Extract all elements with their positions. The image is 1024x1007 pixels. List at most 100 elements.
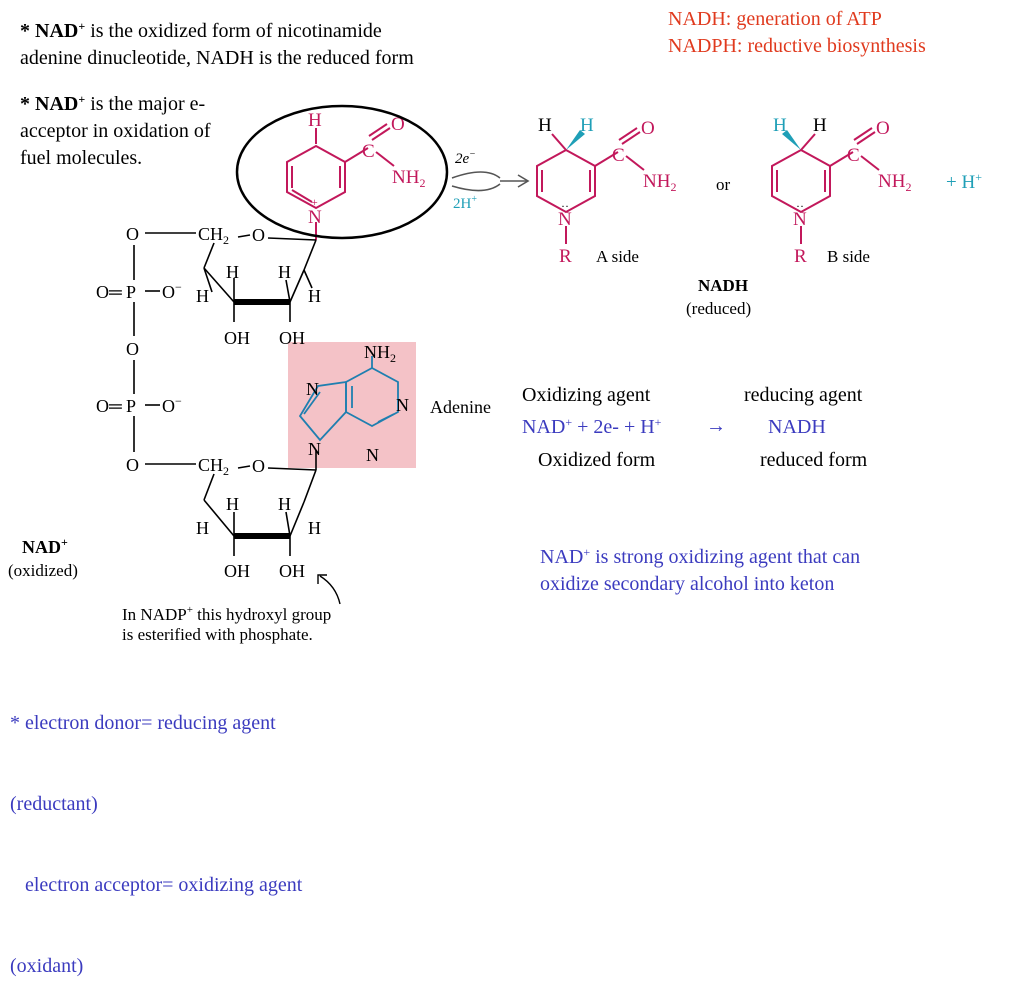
intro-line-2: adenine dinucleotide, NADH is the reduce… bbox=[20, 47, 414, 69]
upper-h-4: H bbox=[308, 286, 321, 306]
oxidizing-agent-label: Oxidizing agent bbox=[522, 384, 651, 406]
carbonyl-c-label: C bbox=[362, 141, 375, 162]
lower-o-double: O═ bbox=[96, 396, 122, 416]
lower-ch2: CH2 bbox=[198, 455, 229, 478]
nadp-note-line-1: In NADP+ this hydroxyl group bbox=[122, 604, 331, 624]
adenine-rings bbox=[298, 356, 399, 442]
lower-o-phosphate: O bbox=[126, 455, 139, 475]
donor-line-2: (reductant) bbox=[10, 793, 98, 815]
a-side-h-left: H bbox=[538, 115, 552, 136]
a-side-lone-pair: ·· bbox=[561, 199, 569, 213]
upper-ribose bbox=[145, 232, 317, 322]
lower-o-minus: O− bbox=[162, 394, 182, 416]
b-side-o-label: O bbox=[876, 118, 890, 139]
ring-plus-sign: + bbox=[311, 195, 318, 209]
lower-p: P bbox=[126, 396, 136, 416]
upper-oh-2: OH bbox=[279, 328, 305, 348]
lower-ring-o: O bbox=[252, 456, 265, 476]
hydroxyl-pointer-head bbox=[317, 574, 327, 584]
reduced-form-label: reduced form bbox=[760, 449, 868, 471]
b-side-label: B side bbox=[827, 247, 870, 266]
upper-o-double: O═ bbox=[96, 282, 122, 302]
lower-oh-1: OH bbox=[224, 561, 250, 581]
upper-p: P bbox=[126, 282, 136, 302]
adenine-nh2: NH2 bbox=[364, 342, 396, 365]
b-side-lone-pair: ·· bbox=[796, 199, 804, 213]
upper-h-1: H bbox=[226, 262, 239, 282]
top-right-text: NADH: generation of ATP NADPH: reductive… bbox=[668, 6, 1008, 60]
lower-ribose bbox=[203, 450, 317, 556]
adenine-n-2: N bbox=[396, 395, 409, 415]
donor-line-4: (oxidant) bbox=[10, 955, 84, 977]
lower-h-3: H bbox=[196, 518, 209, 538]
upper-h-3: H bbox=[196, 286, 209, 306]
upper-o-phosphate: O bbox=[126, 224, 139, 244]
lower-h-1: H bbox=[226, 494, 239, 514]
b-side-nh2-label: NH2 bbox=[878, 171, 911, 194]
a-side-n-label: N bbox=[558, 209, 572, 230]
adenine-n-1: N bbox=[306, 379, 319, 399]
a-side-wedge bbox=[566, 130, 585, 150]
nadp-note-line-2: is esterified with phosphate. bbox=[122, 625, 313, 644]
adenine-n-4: N bbox=[366, 445, 379, 465]
major-line-2: acceptor in oxidation of bbox=[20, 120, 211, 142]
nadh-product: NADH bbox=[768, 416, 826, 438]
bridge-o: O bbox=[126, 339, 139, 359]
b-side-r-label: R bbox=[794, 246, 807, 267]
intro-line-1: * NAD+ is the oxidized form of nicotinam… bbox=[20, 19, 382, 42]
adenine-n-3: N bbox=[308, 439, 321, 459]
reaction-arrow bbox=[451, 171, 530, 192]
or-label: or bbox=[716, 175, 731, 194]
intro-text: * NAD+ is the oxidized form of nicotinam… bbox=[20, 18, 540, 72]
donor-line-1: * electron donor= reducing agent bbox=[10, 712, 276, 734]
phosphate-chain bbox=[133, 245, 196, 465]
ring-h-label: H bbox=[308, 110, 322, 131]
a-side-r-label: R bbox=[559, 246, 572, 267]
major-line-3: fuel molecules. bbox=[20, 147, 143, 169]
b-side-n-label: N bbox=[793, 209, 807, 230]
adenine-label: Adenine bbox=[430, 397, 491, 417]
redox-table: Oxidizing agent reducing agent NAD+ + 2e… bbox=[522, 382, 922, 482]
upper-ch2: CH2 bbox=[198, 224, 229, 247]
upper-oh-1: OH bbox=[224, 328, 250, 348]
nadh-b-side-ring bbox=[771, 127, 880, 244]
nad-subtitle: (oxidized) bbox=[8, 561, 78, 580]
a-side-o-label: O bbox=[641, 118, 655, 139]
upper-h-2: H bbox=[278, 262, 291, 282]
lower-h-2: H bbox=[278, 494, 291, 514]
nadh-subtitle: (reduced) bbox=[686, 299, 751, 318]
b-side-h-right: H bbox=[813, 115, 827, 136]
strong-line-1: NAD+ is strong oxidizing agent that can bbox=[540, 545, 861, 568]
b-side-h-left: H bbox=[773, 115, 787, 136]
ring-n-plus-label: N bbox=[308, 207, 322, 228]
reducing-agent-label: reducing agent bbox=[744, 384, 863, 406]
nicotinamide-highlight-ellipse bbox=[235, 104, 449, 240]
lower-oh-2: OH bbox=[279, 561, 305, 581]
upper-o-minus: O− bbox=[162, 280, 182, 302]
major-line-1: * NAD+ is the major e- bbox=[20, 92, 206, 115]
b-side-c-label: C bbox=[847, 145, 860, 166]
nad-title: NAD+ bbox=[22, 535, 68, 557]
proton-label: + H+ bbox=[946, 170, 982, 193]
nadph-biosynthesis-line: NADPH: reductive biosynthesis bbox=[668, 35, 926, 57]
nadh-atp-line: NADH: generation of ATP bbox=[668, 8, 882, 30]
arrow-2h-label: 2H+ bbox=[453, 194, 477, 212]
upper-ring-o: O bbox=[252, 225, 265, 245]
redox-equation: NAD+ + 2e- + H+ bbox=[522, 415, 662, 438]
nadh-a-side-ring bbox=[536, 127, 645, 244]
major-acceptor-text: * NAD+ is the major e- acceptor in oxida… bbox=[20, 91, 280, 172]
carbonyl-o-label: O bbox=[391, 114, 405, 135]
nicotinamide-ring bbox=[286, 123, 395, 240]
donor-line-3: electron acceptor= oxidizing agent bbox=[10, 874, 303, 896]
arrow-2e-label: 2e− bbox=[455, 149, 476, 167]
strong-oxidizing-text: NAD+ is strong oxidizing agent that can … bbox=[540, 544, 980, 598]
a-side-nh2-label: NH2 bbox=[643, 171, 676, 194]
nad-structure-diagram: H C O NH2 N + 2e− 2H+ H H C O NH2 N ·· R… bbox=[8, 104, 982, 644]
a-side-label: A side bbox=[596, 247, 639, 266]
oxidized-form-label: Oxidized form bbox=[538, 449, 656, 471]
lower-h-4: H bbox=[308, 518, 321, 538]
b-side-wedge bbox=[782, 130, 801, 150]
hydroxyl-pointer-arrow bbox=[319, 575, 341, 605]
a-side-h-right: H bbox=[580, 115, 594, 136]
strong-line-2: oxidize secondary alcohol into keton bbox=[540, 573, 835, 595]
